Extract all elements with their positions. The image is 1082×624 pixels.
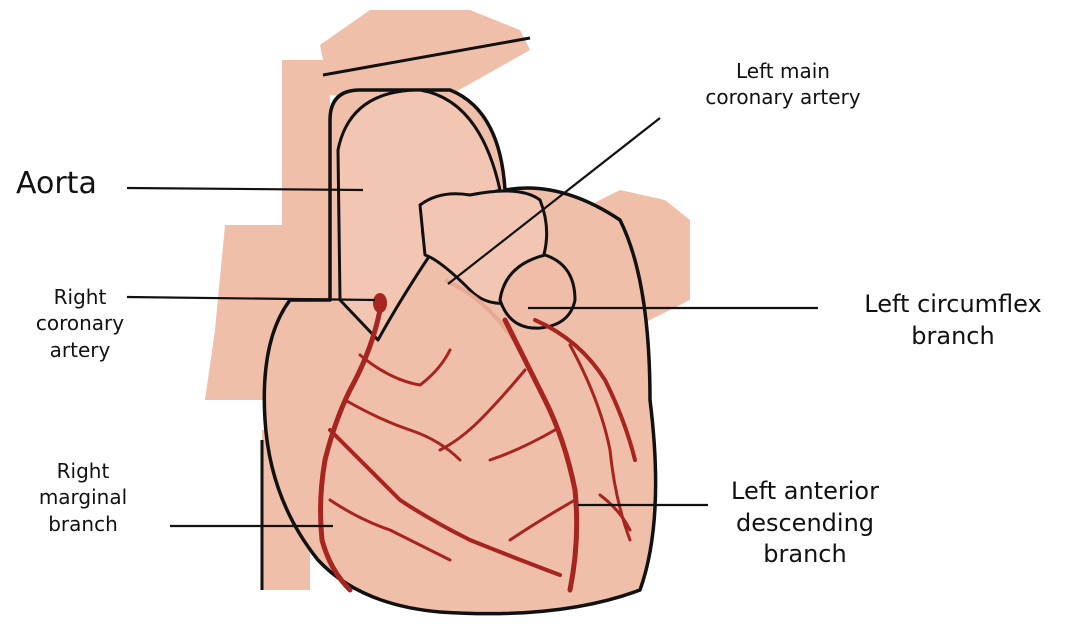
aorta-label: Aorta xyxy=(16,164,136,204)
aortic-arch-branches xyxy=(320,10,530,100)
left-anterior-descending-label: Left anterior descending branch xyxy=(700,476,910,571)
right-marginal-label: Right marginal branch xyxy=(18,458,148,537)
left-circumflex-label: Left circumflex branch xyxy=(828,289,1078,352)
left-main-label: Left main coronary artery xyxy=(663,58,903,111)
right-coronary-label: Right coronary artery xyxy=(20,284,140,363)
